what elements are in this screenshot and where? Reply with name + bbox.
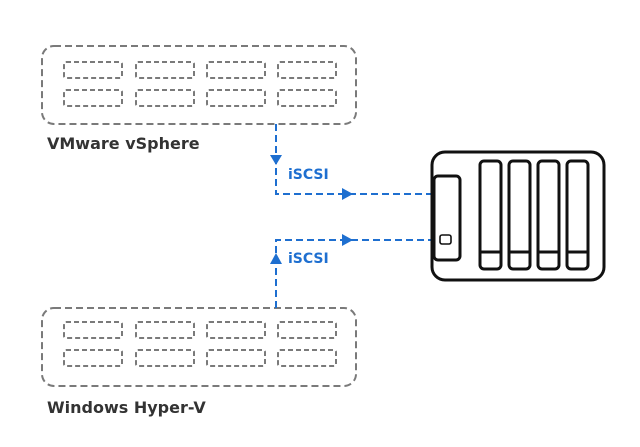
nas-storage-icon bbox=[430, 150, 606, 282]
top-iscsi-link bbox=[270, 124, 432, 200]
vmware-host-label: VMware vSphere bbox=[47, 134, 200, 153]
bottom-link-up-arrow bbox=[270, 253, 282, 264]
top-iscsi-label: iSCSI bbox=[288, 167, 329, 183]
hyperv-server-icon bbox=[41, 307, 357, 387]
bottom-iscsi-link bbox=[270, 234, 432, 308]
top-link-right-arrow bbox=[342, 188, 353, 200]
bottom-link-right-arrow bbox=[342, 234, 353, 246]
bottom-iscsi-label: iSCSI bbox=[288, 251, 329, 267]
hyperv-host-label: Windows Hyper-V bbox=[47, 398, 206, 417]
top-link-down-arrow bbox=[270, 155, 282, 165]
vmware-server-icon bbox=[41, 45, 357, 125]
